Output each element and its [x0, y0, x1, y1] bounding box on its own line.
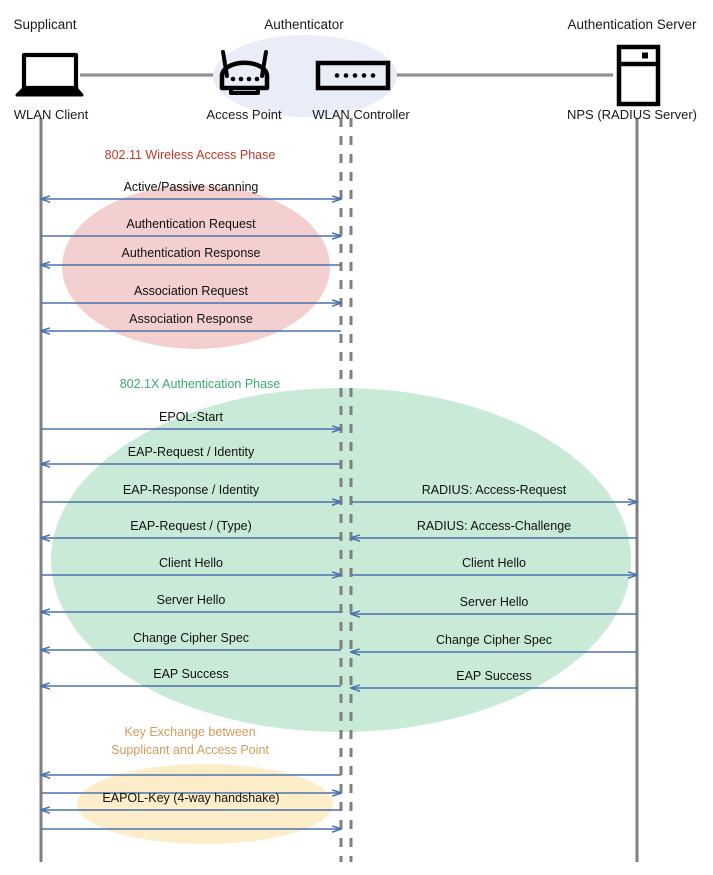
msg-eapol-key-3-label: EAPOL-Key (4-way handshake): [102, 791, 280, 805]
msg-radius-access-request-label: RADIUS: Access-Request: [421, 483, 567, 497]
msg-epol-start-label: EPOL-Start: [159, 410, 223, 424]
msg-change-cipher-spec-left-label: Change Cipher Spec: [132, 631, 250, 645]
authenticator-group-ellipse: [213, 35, 397, 117]
msg-client-hello-left-label: Client Hello: [159, 556, 223, 570]
role-authentication-server: Authentication Server: [567, 17, 697, 32]
phase-dot1x-authentication-label: 802.1X Authentication Phase: [119, 377, 281, 391]
msg-active-passive-scanning-label: Active/Passive scanning: [123, 180, 259, 194]
wireless-phase-ellipse: [62, 185, 330, 349]
msg-association-response-label: Association Response: [129, 312, 253, 326]
msg-radius-access-challenge-label: RADIUS: Access-Challenge: [416, 519, 572, 533]
msg-authentication-response-label: Authentication Response: [121, 246, 261, 260]
msg-change-cipher-spec-right-label: Change Cipher Spec: [435, 633, 553, 647]
message-arrows-left: [41, 199, 341, 829]
dot1x-phase-ellipse: [51, 388, 631, 732]
phase-key-exchange-label-line2: Supplicant and Access Point: [111, 743, 269, 758]
msg-client-hello-right-label: Client Hello: [462, 556, 526, 570]
device-nps-radius-server-label: NPS (RADIUS Server): [566, 107, 698, 122]
wlan-controller-icon: [315, 60, 391, 91]
phase-key-exchange-label-line1: Key Exchange between: [124, 725, 256, 739]
phase-wireless-access-label: 802.11 Wireless Access Phase: [104, 148, 276, 162]
msg-server-hello-left-label: Server Hello: [156, 593, 226, 607]
device-wlan-controller-label: WLAN Controller: [312, 107, 410, 122]
msg-server-hello-right-label: Server Hello: [459, 595, 529, 609]
msg-association-request-label: Association Request: [134, 284, 248, 298]
role-supplicant: Supplicant: [13, 17, 77, 32]
msg-eap-success-right-label: EAP Success: [456, 669, 532, 683]
device-access-point-label: Access Point: [206, 107, 282, 122]
message-arrows-right: [351, 502, 637, 688]
laptop-icon: [15, 52, 84, 97]
msg-eap-request-type-label: EAP-Request / (Type): [130, 519, 252, 533]
access-point-icon: [219, 50, 270, 95]
msg-eap-request-identity-label: EAP-Request / Identity: [127, 445, 255, 459]
msg-authentication-request-label: Authentication Request: [126, 217, 256, 231]
server-icon: [616, 44, 661, 107]
msg-eap-response-identity-label: EAP-Response / Identity: [122, 483, 260, 497]
device-wlan-client-label: WLAN Client: [13, 107, 89, 122]
key-exchange-ellipse: [77, 764, 333, 844]
role-authenticator: Authenticator: [264, 17, 344, 32]
msg-eap-success-left-label: EAP Success: [153, 667, 229, 681]
